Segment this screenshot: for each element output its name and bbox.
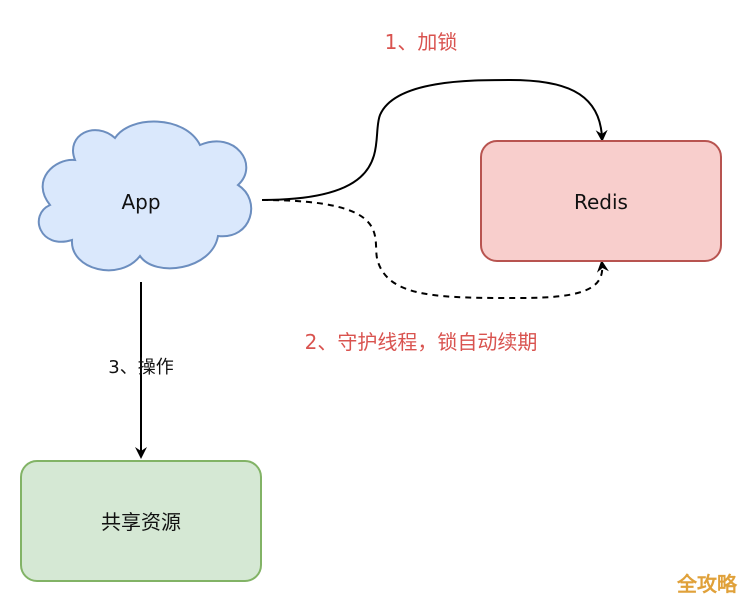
node-app: App bbox=[38, 120, 253, 272]
redis-box bbox=[480, 140, 722, 262]
edge-renew bbox=[261, 199, 609, 300]
node-redis-label: Redis bbox=[574, 190, 628, 214]
node-app-label: App bbox=[121, 190, 160, 214]
shared-box bbox=[20, 460, 262, 582]
edge-renew-label: 2、守护线程，锁自动续期 bbox=[305, 330, 538, 354]
node-redis: Redis bbox=[480, 140, 722, 262]
edge-lock bbox=[261, 78, 608, 201]
edge-operate-label: 3、操作 bbox=[108, 357, 173, 378]
cloud-shape bbox=[38, 120, 253, 272]
edge-lock-label: 1、加锁 bbox=[385, 30, 458, 54]
node-shared-label: 共享资源 bbox=[101, 510, 181, 534]
watermark-text: 全攻略 bbox=[676, 572, 738, 596]
node-shared: 共享资源 bbox=[20, 460, 262, 582]
